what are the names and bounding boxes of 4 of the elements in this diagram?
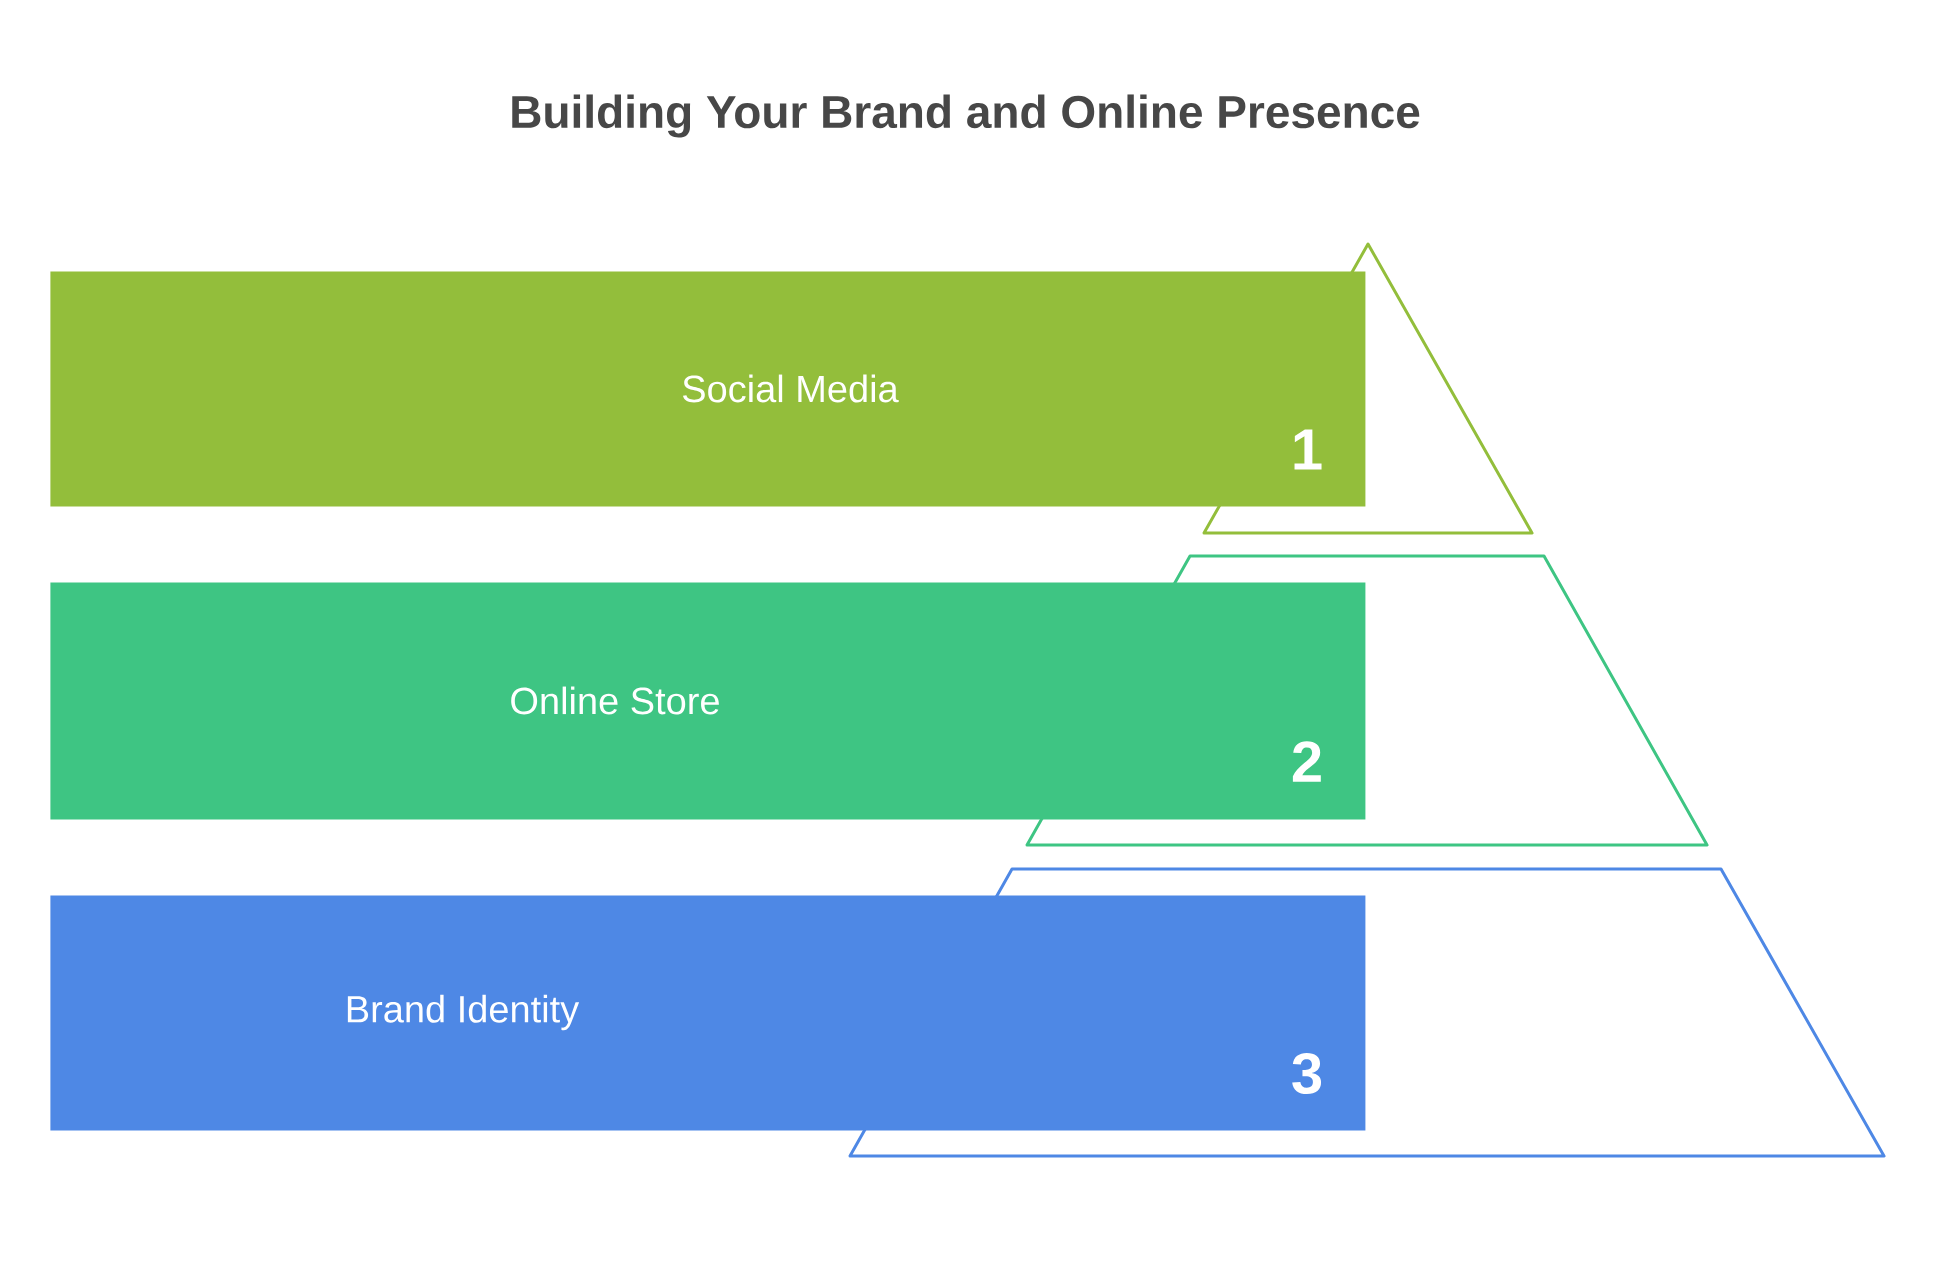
title: Building Your Brand and Online Presence: [512, 94, 1420, 138]
step-number: 3: [1292, 1052, 1322, 1095]
step-number: 2: [1292, 741, 1321, 782]
step-number: 1: [1294, 429, 1322, 470]
